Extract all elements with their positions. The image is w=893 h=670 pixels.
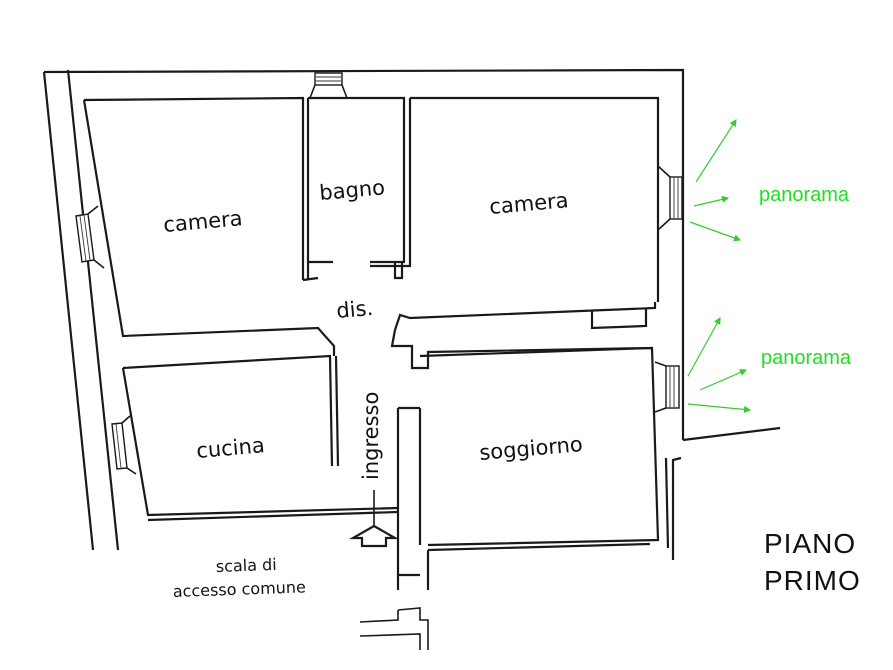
room-label-dis: dis. xyxy=(335,296,374,323)
panorama-label-upper: panorama xyxy=(759,184,850,206)
label-scala-line1: scala di xyxy=(215,555,277,576)
room-label-cucina: cucina xyxy=(195,433,265,463)
window-camera-right xyxy=(657,165,683,231)
window-camera-left xyxy=(75,205,105,269)
room-label-soggiorno: soggiorno xyxy=(478,432,583,465)
window-soggiorno xyxy=(654,361,680,413)
room-label-ingresso: ingresso xyxy=(359,392,383,480)
view-arrows-upper xyxy=(689,118,742,242)
floor-title-line1: PIANO xyxy=(764,528,857,559)
inner-walls xyxy=(66,69,670,650)
room-label-camera-right: camera xyxy=(488,188,569,219)
window-cucina xyxy=(111,415,137,475)
view-arrows-lower xyxy=(687,316,752,414)
wall-camera-left xyxy=(83,96,305,280)
room-label-camera-left: camera xyxy=(162,206,243,237)
room-label-bagno: bagno xyxy=(318,175,386,205)
label-scala-line2: accesso comune xyxy=(172,577,306,601)
floor-title-line2: PRIMO xyxy=(764,565,861,596)
panorama-label-lower: panorama xyxy=(761,347,852,369)
arrow-up-icon xyxy=(348,490,400,548)
outer-walls xyxy=(42,68,781,560)
window-top xyxy=(309,72,348,99)
